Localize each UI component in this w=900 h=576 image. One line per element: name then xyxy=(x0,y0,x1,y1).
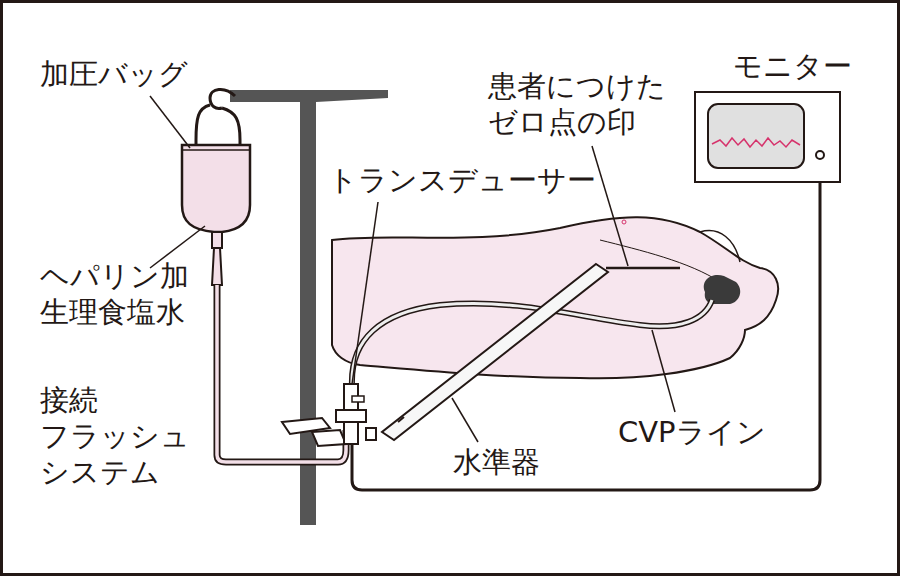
part-label: CVPライン xyxy=(618,414,798,450)
part-label: モニター xyxy=(733,48,883,84)
part-label: 加圧バッグ xyxy=(40,56,240,92)
part-label: トランスデューサー xyxy=(328,162,618,198)
part-label: 患者につけた ゼロ点の印 xyxy=(488,68,688,140)
part-label: 接続 フラッシュ システム xyxy=(40,382,200,490)
part-label: 水準器 xyxy=(453,444,573,480)
part-label: ヘパリン加 生理食塩水 xyxy=(40,258,200,330)
